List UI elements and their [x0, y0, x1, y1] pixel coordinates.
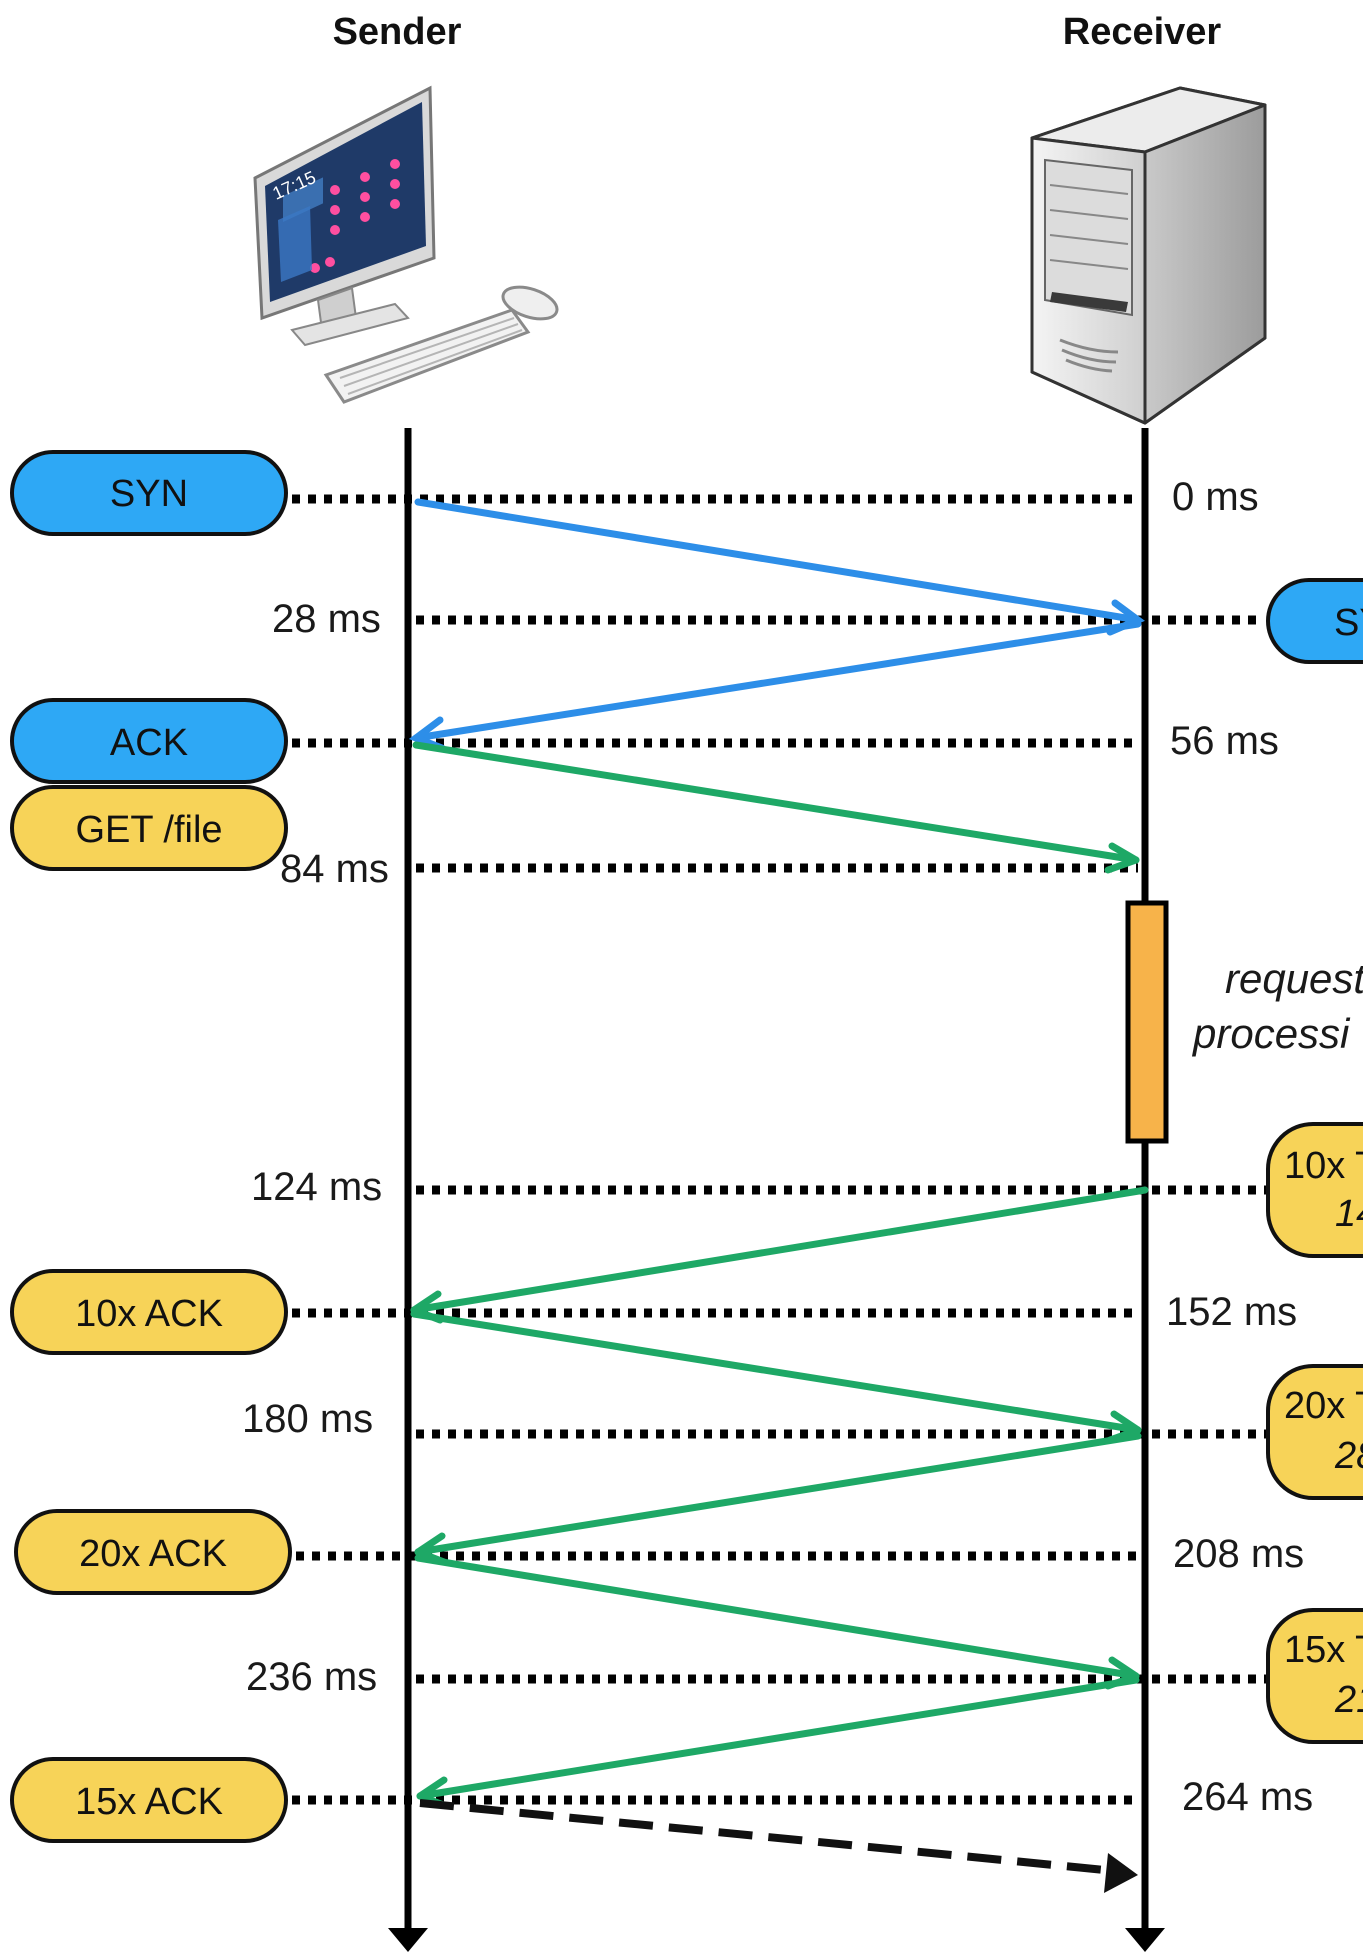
server-tower-icon — [1030, 86, 1267, 425]
pill-label: SY — [1334, 602, 1363, 644]
data-arrows — [410, 741, 1149, 1810]
processing-bar — [1125, 900, 1169, 1144]
arrow-ack-15-head — [1104, 1853, 1138, 1893]
arrow-data-20 — [414, 1432, 1142, 1556]
timestamp-124: 124 ms — [251, 1165, 382, 1209]
time-gridlines — [292, 494, 1270, 1805]
receiver-pill-20x: 20x T 28 — [1266, 1364, 1363, 1500]
arrow-ack-20 — [414, 1554, 1140, 1680]
timestamp-208: 208 ms — [1173, 1532, 1304, 1576]
pill-label-line1: 15x T — [1284, 1629, 1363, 1671]
final-dashed-arrow — [419, 1799, 1138, 1893]
sender-pill-ack: ACK — [10, 698, 288, 784]
receiver-header: Receiver — [1063, 11, 1222, 53]
arrow-data-15 — [416, 1676, 1140, 1800]
sender-header: Sender — [333, 11, 462, 53]
timestamp-84: 84 ms — [280, 847, 389, 891]
sender-lifeline-arrowhead — [388, 1928, 428, 1952]
pill-label: SYN — [110, 473, 188, 515]
timestamp-0: 0 ms — [1172, 475, 1259, 519]
sender-pill-15x-ack: 15x ACK — [10, 1757, 288, 1843]
timestamp-28: 28 ms — [272, 597, 381, 641]
arrow-ack-10 — [410, 1310, 1142, 1434]
pill-label-line2: 28 — [1334, 1435, 1363, 1477]
timestamp-152: 152 ms — [1166, 1290, 1297, 1334]
processing-note-line2: processi — [1191, 1010, 1351, 1057]
pill-label: 15x ACK — [75, 1781, 223, 1823]
pill-label-line2: 21 — [1334, 1679, 1363, 1721]
lifelines — [388, 428, 1165, 1952]
timestamp-264: 264 ms — [1182, 1775, 1313, 1819]
receiver-pill-10x: 10x T 14 — [1266, 1122, 1363, 1258]
receiver-pill-15x: 15x T 21 — [1266, 1608, 1363, 1744]
pill-label: 10x ACK — [75, 1293, 223, 1335]
pill-label-line1: 10x T — [1284, 1145, 1363, 1187]
arrow-synack — [412, 620, 1142, 742]
timestamp-labels: 0 ms 28 ms 56 ms 84 ms 124 ms 152 ms 180… — [242, 475, 1313, 1819]
pill-label-line1: 20x T — [1284, 1385, 1363, 1427]
arrow-syn — [414, 498, 1142, 624]
arrow-ack-get — [412, 741, 1140, 864]
handshake-arrows — [408, 498, 1145, 752]
receiver-lifeline-arrowhead — [1125, 1928, 1165, 1952]
desktop-computer-icon: 17:15 — [253, 85, 559, 404]
timestamp-180: 180 ms — [242, 1397, 373, 1441]
sender-pill-20x-ack: 20x ACK — [14, 1509, 292, 1595]
pill-label-line2: 14 — [1335, 1193, 1363, 1235]
receiver-pill-syn-ack: SY — [1266, 578, 1363, 664]
arrow-data-10 — [410, 1186, 1149, 1314]
pill-label: ACK — [110, 722, 188, 764]
sender-pill-10x-ack: 10x ACK — [10, 1269, 288, 1355]
timestamp-236: 236 ms — [246, 1655, 377, 1699]
timestamp-56: 56 ms — [1170, 719, 1279, 763]
pill-label: GET /file — [75, 809, 222, 851]
arrow-ack-15 — [419, 1799, 1106, 1874]
sender-pill-get-file: GET /file — [10, 785, 288, 871]
processing-note-line1: request — [1225, 955, 1363, 1002]
arrow-ack-get-head — [1104, 842, 1140, 874]
pill-label: 20x ACK — [79, 1533, 227, 1575]
sender-pill-syn: SYN — [10, 450, 288, 536]
